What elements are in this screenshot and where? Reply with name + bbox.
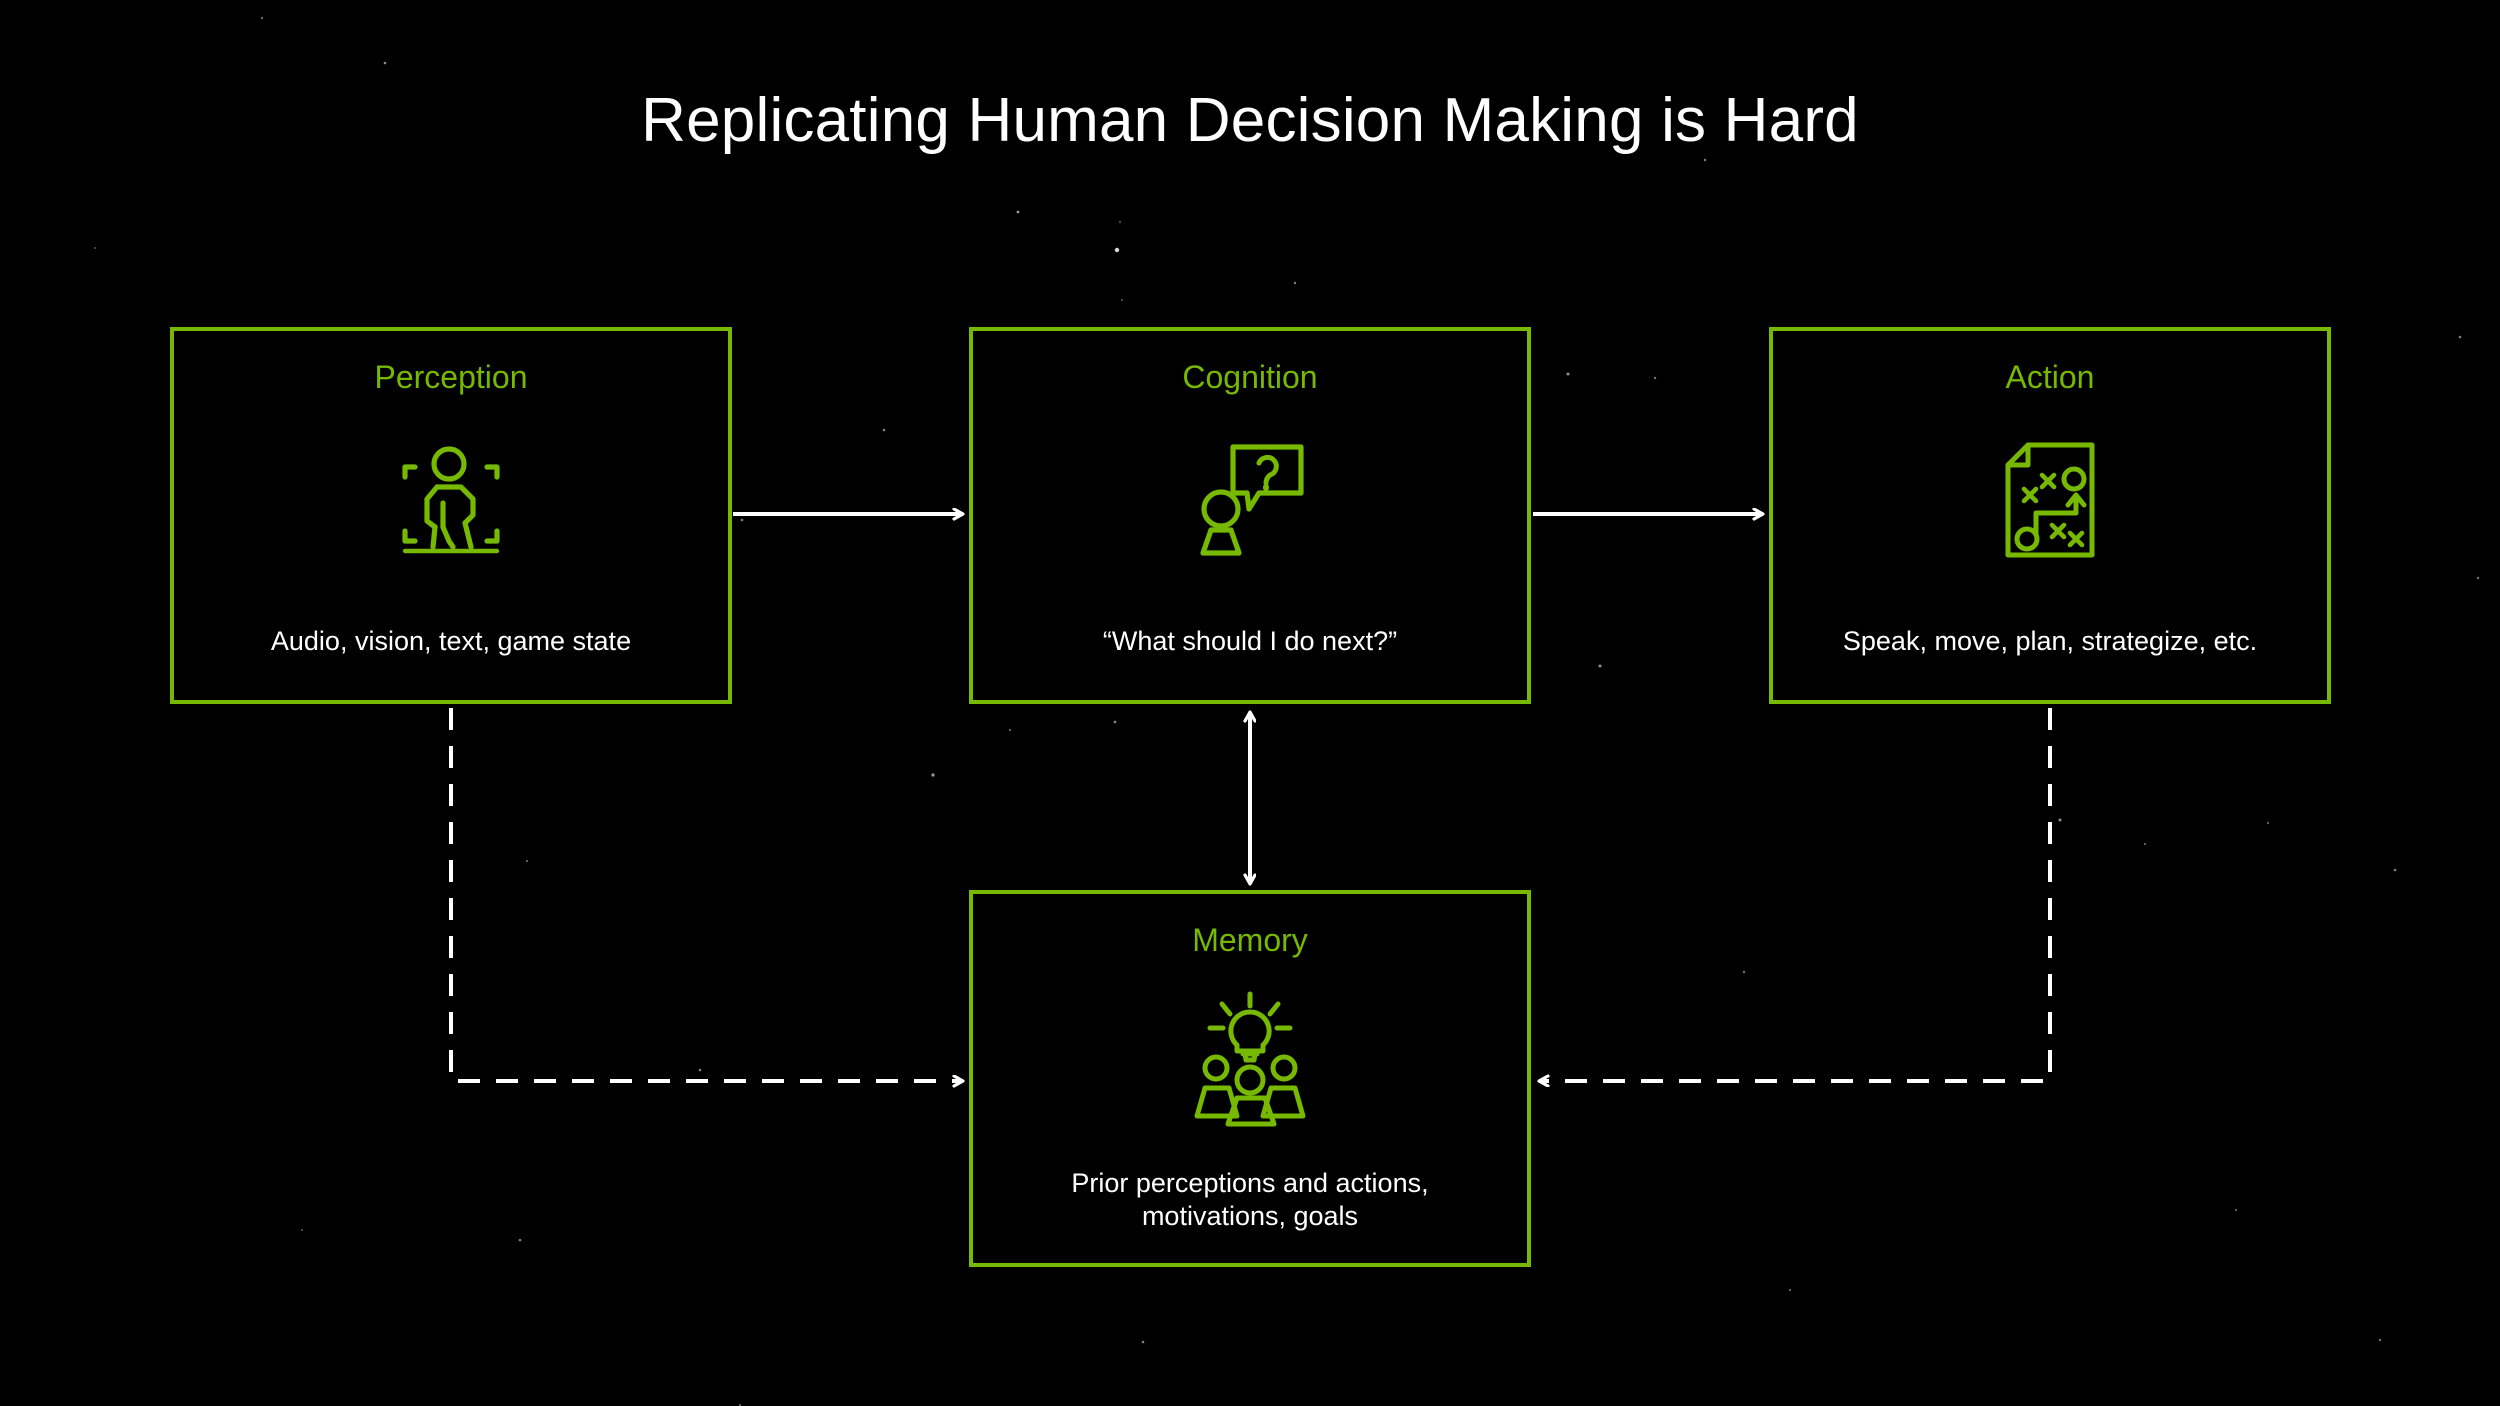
node-perception[interactable]: Perception bbox=[170, 327, 732, 704]
lightbulb-over-people-icon bbox=[1186, 991, 1314, 1127]
edge-action-to-memory bbox=[1539, 708, 2052, 1081]
node-cognition-title: Cognition bbox=[1182, 359, 1318, 395]
node-memory-caption-line1: Prior perceptions and actions, bbox=[1071, 1168, 1429, 1199]
edge-perception-to-memory bbox=[449, 708, 963, 1081]
node-memory-caption-line2: motivations, goals bbox=[1141, 1201, 1359, 1232]
node-cognition[interactable]: Cognition “What should I do next?” bbox=[969, 327, 1531, 704]
page-title: Replicating Human Decision Making is Har… bbox=[641, 86, 1859, 155]
strategy-playbook-document-icon bbox=[2000, 441, 2100, 559]
node-memory[interactable]: Memory bbox=[969, 890, 1531, 1267]
node-memory-caption: Prior perceptions and actions, motivatio… bbox=[981, 1167, 1519, 1233]
node-action[interactable]: Action bbox=[1769, 327, 2331, 704]
node-action-title: Action bbox=[2005, 359, 2095, 395]
node-perception-title: Perception bbox=[374, 359, 528, 395]
node-memory-title: Memory bbox=[1192, 922, 1308, 958]
node-action-caption: Speak, move, plan, strategize, etc. bbox=[1842, 626, 2258, 657]
node-cognition-caption: “What should I do next?” bbox=[1102, 626, 1398, 657]
person-with-question-speech-bubble-icon bbox=[1191, 441, 1309, 557]
node-perception-caption: Audio, vision, text, game state bbox=[270, 626, 632, 657]
walking-person-in-viewfinder-icon bbox=[391, 441, 511, 559]
